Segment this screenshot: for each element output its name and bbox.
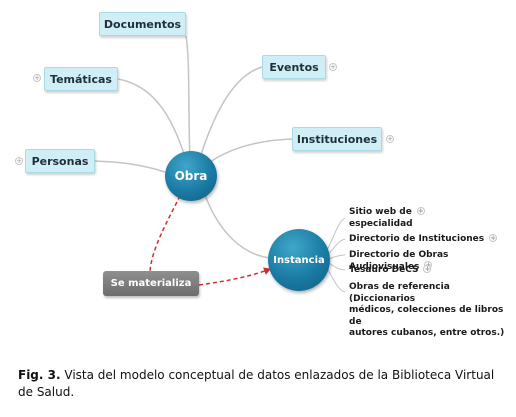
- directorio-instituciones-expand-icon[interactable]: +: [489, 233, 498, 242]
- connector-item-1: [326, 217, 346, 251]
- instance-item-1-line-1: Sitio web de: [349, 207, 412, 217]
- connector-item-3: [328, 254, 346, 260]
- figure-caption-label: Fig. 3.: [18, 368, 61, 382]
- connector-item-5: [326, 267, 346, 293]
- figure-caption: Fig. 3. Vista del modelo conceptual de d…: [18, 367, 508, 401]
- instance-item-sitio-web[interactable]: Sitio web de + especialidad: [349, 206, 425, 230]
- instituciones-expand-icon[interactable]: +: [386, 135, 394, 143]
- node-tematicas[interactable]: Temáticas: [44, 67, 118, 91]
- node-eventos-label: Eventos: [269, 60, 319, 74]
- node-personas[interactable]: Personas: [25, 149, 95, 173]
- instance-item-5-line-1: Obras de referencia (Diccionarios: [349, 282, 450, 304]
- instance-item-2-label: Directorio de Instituciones: [349, 234, 485, 244]
- connector-instituciones: [209, 138, 293, 163]
- connector-tematicas: [117, 78, 186, 158]
- node-instituciones[interactable]: Instituciones: [292, 127, 382, 151]
- node-tematicas-label: Temáticas: [50, 72, 112, 86]
- connector-documentos: [185, 35, 191, 161]
- instance-item-directorio-instituciones[interactable]: Directorio de Instituciones +: [349, 233, 498, 246]
- instance-item-3-label: Directorio de Obras Audiovisuales: [349, 250, 449, 272]
- eventos-expand-icon[interactable]: +: [329, 63, 337, 71]
- link-node-se-materializa[interactable]: Se materializa: [103, 271, 199, 296]
- instance-item-tesauro-decs[interactable]: Tesauro DeCS +: [349, 264, 432, 277]
- central-node-label: Obra: [174, 169, 208, 183]
- instance-item-4-label: Tesauro DeCS: [349, 265, 419, 275]
- instance-item-5-line-2: médicos, colecciones de libros de: [349, 305, 504, 327]
- connector-eventos: [199, 66, 263, 159]
- tematicas-expand-icon[interactable]: +: [33, 74, 41, 82]
- dashed-connector-obra-to-link: [149, 195, 181, 272]
- connector-instancia: [204, 194, 271, 259]
- instance-item-obras-referencia[interactable]: Obras de referencia (Diccionarios médico…: [349, 282, 516, 340]
- central-node-obra[interactable]: Obra: [165, 151, 217, 201]
- instance-node-label: Instancia: [273, 254, 325, 266]
- sitio-web-expand-icon[interactable]: +: [416, 206, 425, 215]
- link-node-label: Se materializa: [110, 278, 192, 289]
- figure-caption-text: Vista del modelo conceptual de datos enl…: [18, 368, 495, 399]
- node-personas-label: Personas: [31, 154, 89, 168]
- connector-item-2: [327, 238, 346, 256]
- mindmap-canvas: [94, 35, 346, 293]
- connector-item-4: [328, 262, 346, 271]
- node-documentos-label: Documentos: [103, 17, 182, 31]
- node-eventos[interactable]: Eventos: [262, 55, 326, 79]
- personas-expand-icon[interactable]: +: [15, 157, 23, 165]
- connector-personas: [94, 160, 166, 173]
- instance-node-instancia[interactable]: Instancia: [268, 229, 330, 291]
- tesauro-decs-expand-icon[interactable]: +: [423, 264, 432, 273]
- node-documentos[interactable]: Documentos: [99, 12, 186, 36]
- instance-item-1-line-2: especialidad: [349, 218, 413, 229]
- node-instituciones-label: Instituciones: [296, 132, 378, 146]
- dashed-arrow-link-to-instancia: [198, 267, 271, 286]
- instance-item-5-line-3: autores cubanos, entre otros.): [349, 328, 505, 338]
